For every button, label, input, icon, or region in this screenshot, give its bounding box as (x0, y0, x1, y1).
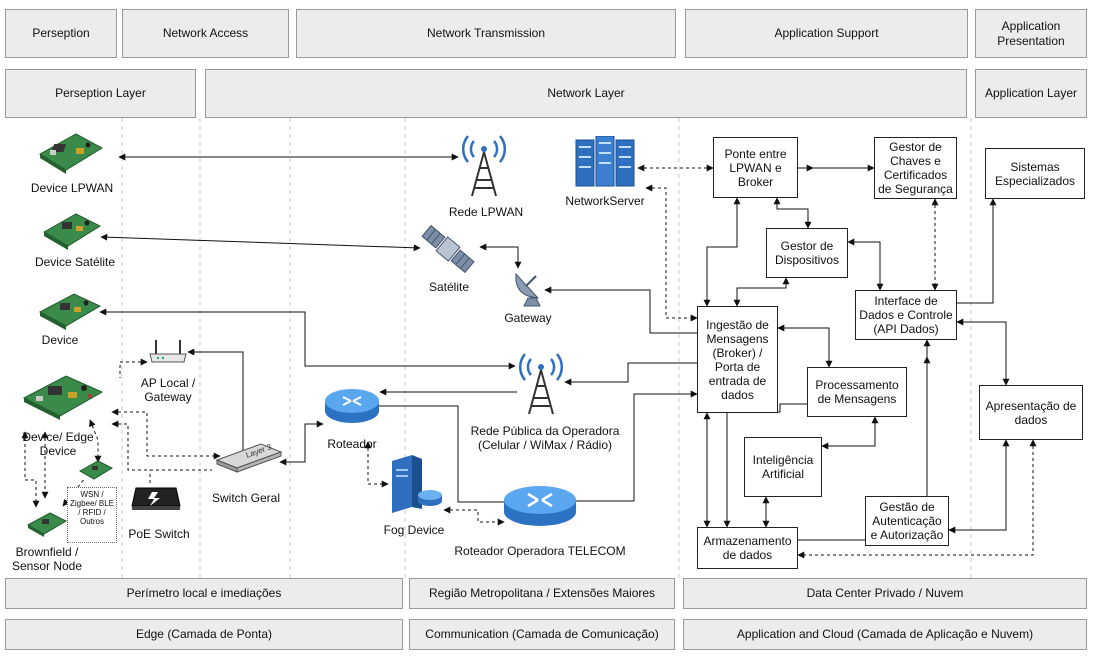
satelite-icon (421, 224, 475, 274)
edge-device-board-icon (22, 375, 104, 420)
apresentacao-dados-box: Apresentação de dados (979, 385, 1083, 440)
device-lpwan-label: Device LPWAN (30, 181, 114, 195)
switch-geral-label: Switch Geral (211, 491, 281, 505)
switch-geral-icon: Layer 3 (215, 442, 283, 473)
zone-edge-label: Edge (Camada de Ponta) (135, 627, 273, 641)
header-network-transmission: Network Transmission (296, 9, 676, 58)
rede-lpwan-tower-icon (461, 135, 507, 197)
layer-application: Application Layer (975, 69, 1087, 118)
rede-lpwan-label: Rede LPWAN (448, 205, 524, 219)
interface-dados-label: Interface de Dados e Controle (API Dados… (859, 294, 953, 336)
zone-application-cloud-label: Application and Cloud (Camada de Aplicaç… (736, 627, 1034, 641)
brownfield-board-icon (26, 512, 68, 537)
header-application-presentation: Application Presentation (975, 9, 1087, 58)
inteligencia-box: Inteligência Artificial (744, 437, 822, 497)
layer-perception-label: Perseption Layer (55, 86, 146, 100)
gestor-chaves-box: Gestor de Chaves e Certificados de Segur… (874, 137, 957, 199)
processamento-label: Processamento de Mensagens (815, 378, 899, 406)
rede-publica-label: Rede Pública da Operadora (Celular / WiM… (470, 424, 620, 452)
network-server-icon (575, 136, 635, 187)
zone-edge: Edge (Camada de Ponta) (5, 619, 403, 650)
layer-perception: Perseption Layer (5, 69, 196, 118)
gestor-chaves-label: Gestor de Chaves e Certificados de Segur… (878, 140, 953, 196)
processamento-box: Processamento de Mensagens (807, 367, 907, 417)
roteador-operadora-label: Roteador Operadora TELECOM (454, 544, 626, 558)
layer-application-label: Application Layer (984, 86, 1078, 100)
header-application-support: Application Support (685, 9, 968, 58)
fog-device-server-icon (392, 455, 442, 513)
device-satellite-label: Device Satélite (34, 255, 116, 269)
zone-regiao-label: Região Metropolitana / Extensões Maiores (428, 586, 656, 600)
poe-switch-label: PoE Switch (128, 527, 190, 541)
interface-dados-box: Interface de Dados e Controle (API Dados… (855, 290, 957, 340)
wsn-protocols-text: WSN / Zigbee/ BLE / RFID / Outros (69, 490, 115, 526)
zone-datacenter: Data Center Privado / Nuvem (683, 578, 1087, 609)
ingestao-mensagens-box: Ingestão de Mensagens (Broker) / Porta d… (697, 306, 778, 413)
rede-publica-tower-icon (518, 353, 564, 415)
armazenamento-box: Armazenamento de dados (697, 527, 798, 569)
ingestao-mensagens-label: Ingestão de Mensagens (Broker) / Porta d… (706, 317, 769, 402)
header-application-presentation-label: Application Presentation (997, 18, 1065, 48)
zone-communication-label: Communication (Camada de Comunicação) (425, 627, 659, 641)
zone-perimetro-label: Perímetro local e imediações (126, 586, 282, 600)
device-board-icon (38, 293, 102, 330)
armazenamento-label: Armazenamento de dados (703, 534, 792, 562)
device-satellite-board-icon (42, 213, 102, 250)
gateway-label: Gateway (504, 311, 552, 325)
gestor-dispositivos-label: Gestor de Dispositivos (774, 239, 840, 267)
zone-datacenter-label: Data Center Privado / Nuvem (806, 586, 964, 600)
wsn-protocols-note: WSN / Zigbee/ BLE / RFID / Outros (67, 487, 117, 543)
device-label: Device (41, 333, 79, 347)
roteador-icon (325, 389, 379, 423)
inteligencia-label: Inteligência Artificial (752, 453, 814, 481)
roteador-operadora-icon (504, 486, 576, 526)
zone-perimetro: Perímetro local e imediações (5, 578, 403, 609)
device-lpwan-board-icon (39, 133, 104, 174)
zone-application-cloud: Application and Cloud (Camada de Aplicaç… (683, 619, 1087, 650)
gestao-autenticacao-box: Gestão de Autenticação e Autorização (865, 496, 949, 546)
header-perception: Perseption (5, 9, 117, 58)
gateway-dish-icon (515, 272, 541, 307)
apresentacao-dados-label: Apresentação de dados (985, 398, 1077, 427)
layer-network: Network Layer (205, 69, 967, 118)
brownfield-label: Brownfield / Sensor Node (11, 545, 83, 573)
ap-local-label: AP Local / Gateway (140, 376, 196, 404)
sistemas-especializados-box: Sistemas Especializados (985, 148, 1085, 199)
wsn-node-icon (78, 460, 114, 480)
roteador-label: Roteador (327, 437, 377, 451)
ap-local-router-icon (149, 340, 187, 363)
zone-regiao: Região Metropolitana / Extensões Maiores (409, 578, 675, 609)
zone-communication: Communication (Camada de Comunicação) (409, 619, 675, 650)
header-network-access-label: Network Access (162, 26, 249, 40)
gestao-autenticacao-label: Gestão de Autenticação e Autorização (870, 500, 944, 542)
header-application-support-label: Application Support (774, 26, 879, 40)
network-server-label: NetworkServer (565, 194, 645, 208)
ponte-lpwan-broker-box: Ponte entre LPWAN e Broker (713, 137, 798, 198)
header-network-access: Network Access (122, 9, 289, 58)
edge-device-label: Device/ Edge Device (22, 430, 94, 458)
fog-device-label: Fog Device (383, 523, 445, 537)
header-perception-label: Perseption (32, 26, 90, 40)
gestor-dispositivos-box: Gestor de Dispositivos (766, 228, 848, 278)
poe-switch-icon (131, 487, 181, 510)
layer-network-label: Network Layer (547, 86, 625, 100)
sistemas-especializados-label: Sistemas Especializados (994, 159, 1076, 188)
satelite-label: Satélite (428, 280, 470, 294)
header-network-transmission-label: Network Transmission (426, 26, 546, 40)
ponte-lpwan-broker-label: Ponte entre LPWAN e Broker (724, 146, 787, 189)
